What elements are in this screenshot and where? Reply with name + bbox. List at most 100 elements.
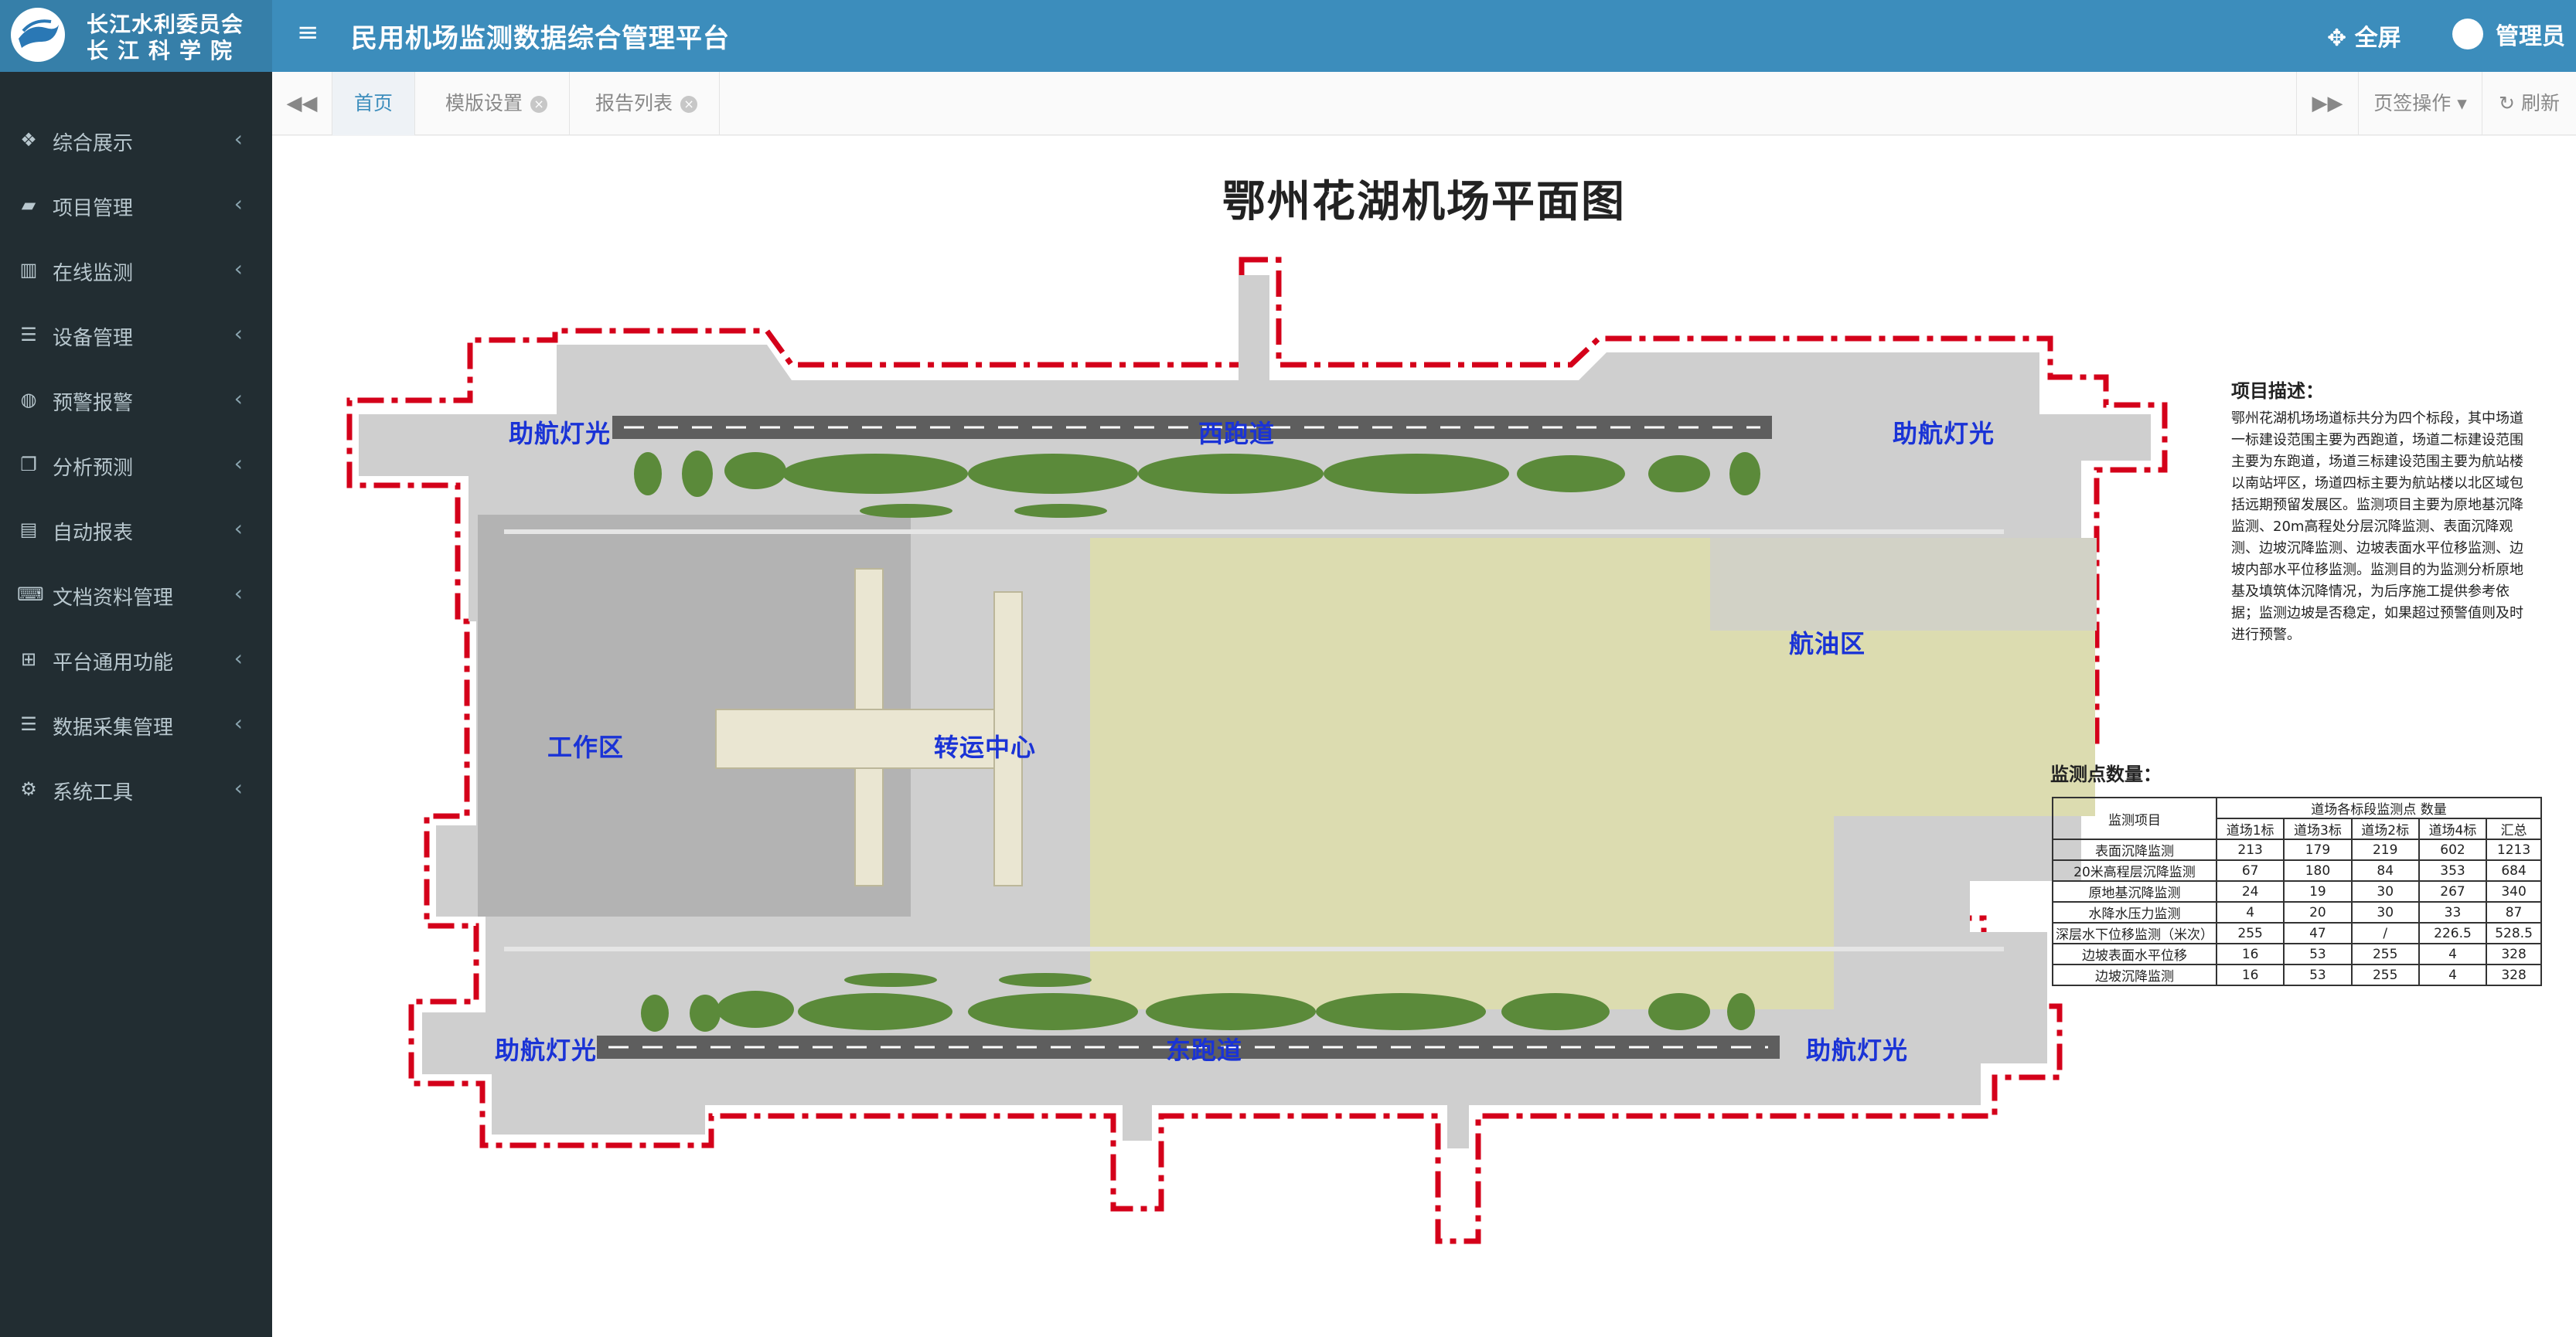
west-runway-strip xyxy=(612,416,1772,439)
tab-operations-dropdown[interactable]: 页签操作 ▾ xyxy=(2358,72,2482,135)
column-header: 道场2标 xyxy=(2350,818,2420,840)
monitoring-count-table: 监测项目 道场各标段监测点 数量 道场1标道场3标道场2标道场4标汇总 表面沉降… xyxy=(2052,797,2542,986)
main-content: 鄂州花湖机场平面图 助航灯光 西跑道 助航灯光 航油区 工作区 转运中心 助航灯… xyxy=(272,136,2576,1337)
brand-name-line2: 长江科学院 xyxy=(87,38,242,63)
user-name: 管理员 xyxy=(2496,23,2565,50)
sidebar-item-label: 分析预测 xyxy=(53,457,134,480)
sidebar-item-label: 平台通用功能 xyxy=(53,651,174,675)
map-title: 鄂州花湖机场平面图 xyxy=(1222,177,1626,227)
row-value: 30 xyxy=(2350,901,2420,924)
tab-label: 首页 xyxy=(354,92,394,114)
river-logo-icon xyxy=(11,8,65,62)
tab-1[interactable]: 首页 xyxy=(332,72,416,135)
tabs-next-button[interactable]: ▶▶ xyxy=(2296,72,2358,135)
sidebar-item-4[interactable]: ☰设备管理‹ xyxy=(0,305,272,364)
bar-chart-icon: ▥ xyxy=(19,259,38,281)
label-nav-light-nw: 助航灯光 xyxy=(509,419,612,448)
tab-3[interactable]: 报告列表 × xyxy=(574,72,721,135)
row-value: 87 xyxy=(2486,901,2542,924)
sidebar-item-1[interactable]: ❖综合展示‹ xyxy=(0,111,272,169)
row-item: 表面沉降监测 xyxy=(2052,839,2217,861)
tab-label: 模版设置 xyxy=(445,92,523,114)
page-tabs-bar: ◀◀ 首页 模版设置 × 报告列表 × ▶▶ 页签操作 ▾ ↻ 刷新 xyxy=(272,72,2576,135)
row-value: 30 xyxy=(2350,880,2420,903)
top-navbar: 长江水利委员会 长江科学院 ≡ 民用机场监测数据综合管理平台 ✥ 全屏 管理员 xyxy=(0,0,2576,72)
sidebar-item-label: 自动报表 xyxy=(53,522,134,545)
table-header-row: 监测项目 道场各标段监测点 数量 xyxy=(2052,797,2542,840)
sidebar-item-6[interactable]: ❐分析预测‹ xyxy=(0,435,272,494)
sidebar-item-10[interactable]: ☰ 数据采集管理 ‹ xyxy=(0,695,272,754)
row-value: 255 xyxy=(2215,922,2285,944)
tab-label: 报告列表 xyxy=(595,92,673,114)
row-value: 213 xyxy=(2215,839,2285,861)
sidebar-item-3[interactable]: ▥在线监测‹ xyxy=(0,240,272,299)
user-avatar-icon xyxy=(2452,19,2483,49)
brand-name-line1: 长江水利委员会 xyxy=(87,12,244,37)
row-value: 179 xyxy=(2283,839,2353,861)
row-value: 53 xyxy=(2283,943,2353,965)
sidebar-item-label: 设备管理 xyxy=(53,327,134,350)
tab-2[interactable]: 模版设置 × xyxy=(424,72,571,135)
menu-toggle-icon[interactable]: ≡ xyxy=(297,17,319,48)
row-value: 255 xyxy=(2350,964,2420,986)
row-value: / xyxy=(2350,922,2420,944)
row-value: 19 xyxy=(2283,880,2353,903)
row-value: 684 xyxy=(2486,859,2542,882)
user-menu-button[interactable]: 管理员 xyxy=(2452,17,2565,51)
sidebar-item-label: 系统工具 xyxy=(53,781,134,805)
grass-areas-east xyxy=(641,973,1755,1032)
row-value: 255 xyxy=(2350,943,2420,965)
close-icon[interactable]: × xyxy=(680,96,698,113)
label-nav-light-sw: 助航灯光 xyxy=(495,1036,598,1065)
row-value: 84 xyxy=(2350,859,2420,882)
chevron-left-icon: ‹ xyxy=(233,645,243,671)
sidebar-item-label: 数据采集管理 xyxy=(53,716,174,740)
tabs-prev-button[interactable]: ◀◀ xyxy=(272,72,332,135)
count-title: 监测点数量： xyxy=(2050,764,2162,785)
row-value: 267 xyxy=(2418,880,2488,903)
sidebar-item-9[interactable]: ⊞平台通用功能‹ xyxy=(0,630,272,689)
row-value: 353 xyxy=(2418,859,2488,882)
label-nav-light-se: 助航灯光 xyxy=(1806,1036,1909,1065)
row-item: 水降水压力监测 xyxy=(2052,901,2217,924)
row-value: 16 xyxy=(2215,964,2285,986)
row-value: 340 xyxy=(2486,880,2542,903)
rss-icon: ☰ xyxy=(20,713,37,735)
cubes-icon: ❖ xyxy=(20,129,37,151)
header-item: 监测项目 xyxy=(2052,797,2217,840)
dashboard-icon: ◍ xyxy=(20,389,37,410)
sidebar-item-2[interactable]: ▰项目管理‹ xyxy=(0,175,272,234)
grass-areas-west xyxy=(634,451,1760,518)
chevron-left-icon: ‹ xyxy=(233,386,243,411)
sidebar-item-label: 综合展示 xyxy=(53,132,134,155)
chevron-left-icon: ‹ xyxy=(233,321,243,346)
description-title: 项目描述： xyxy=(2231,380,2324,402)
table-subheader-row: 道场1标道场3标道场2标道场4标汇总 xyxy=(2053,818,2542,840)
row-value: 20 xyxy=(2283,901,2353,924)
chevron-left-icon: ‹ xyxy=(233,710,243,736)
sidebar-item-8[interactable]: ⌨文档资料管理‹ xyxy=(0,565,272,624)
row-value: 328 xyxy=(2486,964,2542,986)
sidebar-item-5[interactable]: ◍预警报警‹ xyxy=(0,370,272,429)
close-icon[interactable]: × xyxy=(530,96,548,113)
label-west-runway: 西跑道 xyxy=(1198,419,1276,448)
fuel-area-block xyxy=(1710,538,2097,631)
sidebar-item-7[interactable]: ▤自动报表‹ xyxy=(0,500,272,559)
fullscreen-button[interactable]: ✥ 全屏 xyxy=(2327,25,2401,52)
cogs-icon: ⚙ xyxy=(20,778,37,800)
row-value: 1213 xyxy=(2486,839,2542,861)
row-value: 47 xyxy=(2283,922,2353,944)
sidebar-item-label: 在线监测 xyxy=(53,262,134,285)
row-value: 4 xyxy=(2418,964,2488,986)
sidebar-item-11[interactable]: ⚙系统工具‹ xyxy=(0,760,272,818)
sidebar: ❖综合展示‹▰项目管理‹▥在线监测‹☰设备管理‹◍预警报警‹❐分析预测‹▤自动报… xyxy=(0,72,272,1337)
chevron-left-icon: ‹ xyxy=(233,451,243,476)
refresh-button[interactable]: ↻ 刷新 xyxy=(2482,72,2576,135)
brand-block[interactable]: 长江水利委员会 长江科学院 xyxy=(0,0,272,72)
row-item: 深层水下位移监测（米次） xyxy=(2052,922,2217,944)
row-value: 219 xyxy=(2350,839,2420,861)
